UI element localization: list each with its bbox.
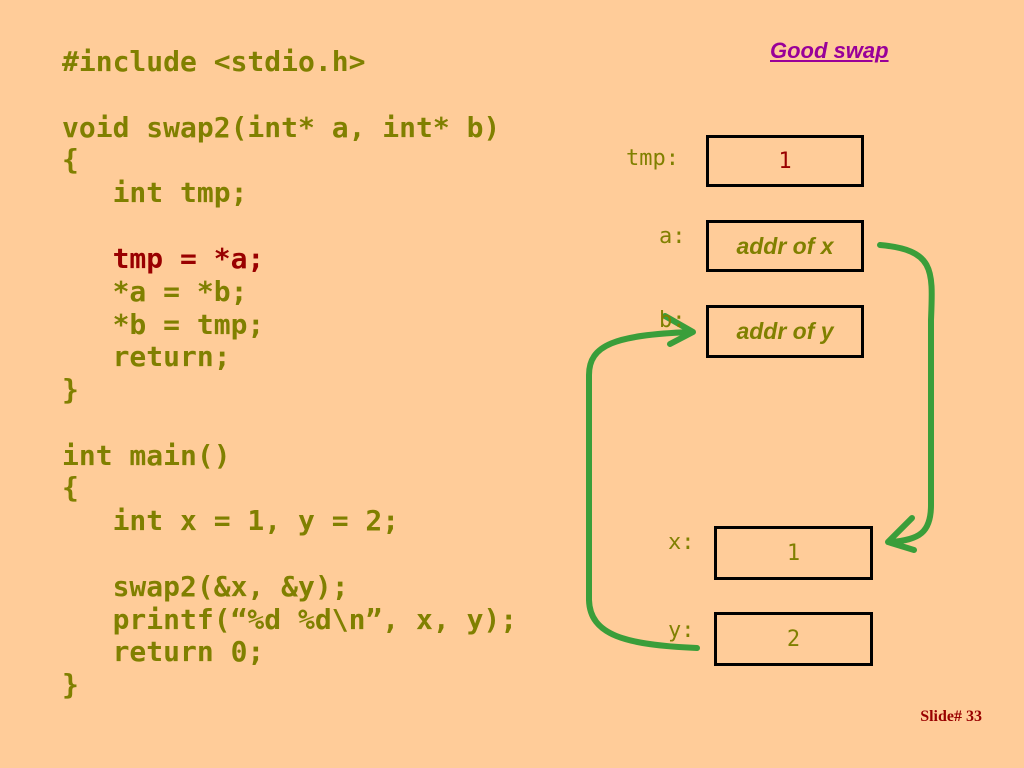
- code-line-printf: printf(“%d %d\n”, x, y);: [62, 603, 518, 636]
- b-box: addr of y: [706, 305, 864, 358]
- code-line-main-open-brace: {: [62, 471, 79, 504]
- slide-title-link[interactable]: Good swap: [770, 38, 889, 63]
- b-label: b:: [659, 308, 686, 333]
- code-line-xy-declaration: int x = 1, y = 2;: [62, 504, 400, 537]
- code-line-return: return;: [62, 340, 231, 373]
- code-line-swap2-signature: void swap2(int* a, int* b): [62, 111, 501, 144]
- arrow-y-to-b: [586, 329, 700, 651]
- code-line-open-brace: {: [62, 143, 79, 176]
- arrow-a-to-x: [877, 242, 935, 545]
- x-box: 1: [714, 526, 873, 580]
- tmp-box: 1: [706, 135, 864, 187]
- code-line-return-zero: return 0;: [62, 635, 265, 668]
- code-line-main-close-brace: }: [62, 668, 79, 701]
- code-line-b-assign: *b = tmp;: [62, 308, 265, 341]
- a-label: a:: [659, 224, 686, 249]
- code-line-a-assign: *a = *b;: [62, 275, 248, 308]
- slide-number: Slide# 33: [920, 708, 982, 725]
- code-line-close-brace: }: [62, 373, 79, 406]
- tmp-label: tmp:: [626, 146, 679, 171]
- code-line-include: #include <stdio.h>: [62, 45, 366, 78]
- arrow-a-to-x-head: [885, 515, 917, 553]
- code-line-main-signature: int main(): [62, 439, 231, 472]
- y-label: y:: [668, 618, 695, 643]
- code-line-tmp-assign: tmp = *a;: [62, 242, 265, 275]
- code-line-tmp-declaration: int tmp;: [62, 176, 248, 209]
- code-line-swap2-call: swap2(&x, &y);: [62, 570, 349, 603]
- y-box: 2: [714, 612, 873, 666]
- x-label: x:: [668, 530, 695, 555]
- a-box: addr of x: [706, 220, 864, 272]
